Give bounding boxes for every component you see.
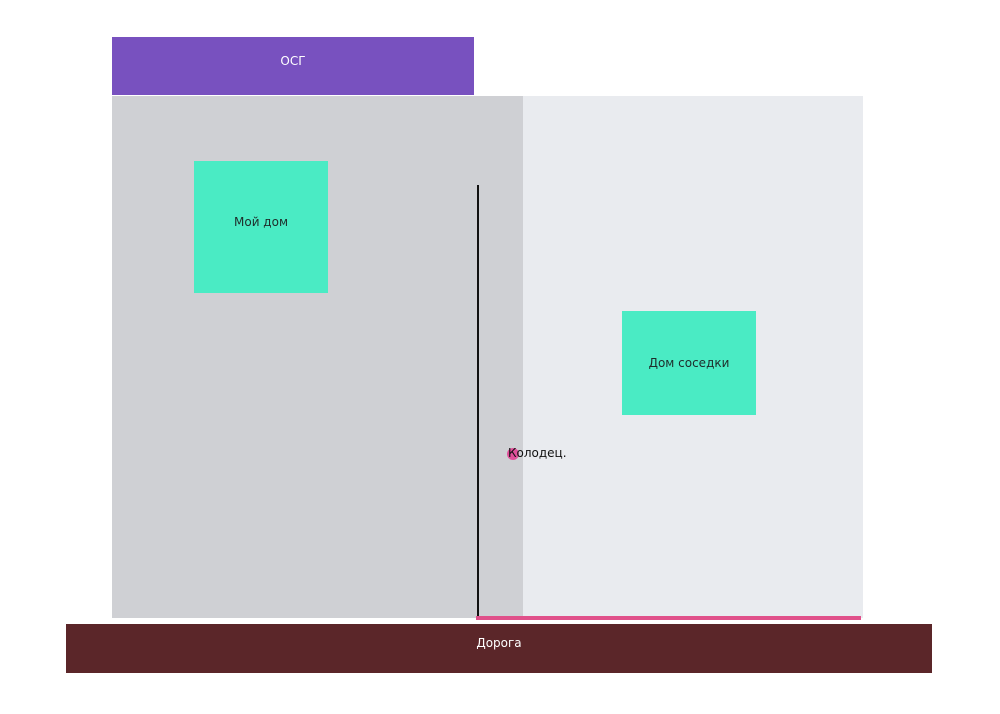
- neighbor-house-label: Дом соседки: [648, 356, 730, 370]
- road-block: Дорога: [66, 624, 932, 673]
- fence-line: [477, 185, 479, 617]
- my-house-label: Мой дом: [234, 215, 288, 229]
- well-marker: [507, 448, 519, 460]
- well-label: Колодец.: [508, 446, 567, 460]
- neighbor-house: Дом соседки: [622, 311, 756, 415]
- osg-block: ОСГ: [112, 37, 474, 95]
- boundary-line: [476, 616, 861, 620]
- my-house: Мой дом: [194, 161, 328, 293]
- osg-label: ОСГ: [280, 54, 306, 68]
- road-label: Дорога: [476, 635, 522, 650]
